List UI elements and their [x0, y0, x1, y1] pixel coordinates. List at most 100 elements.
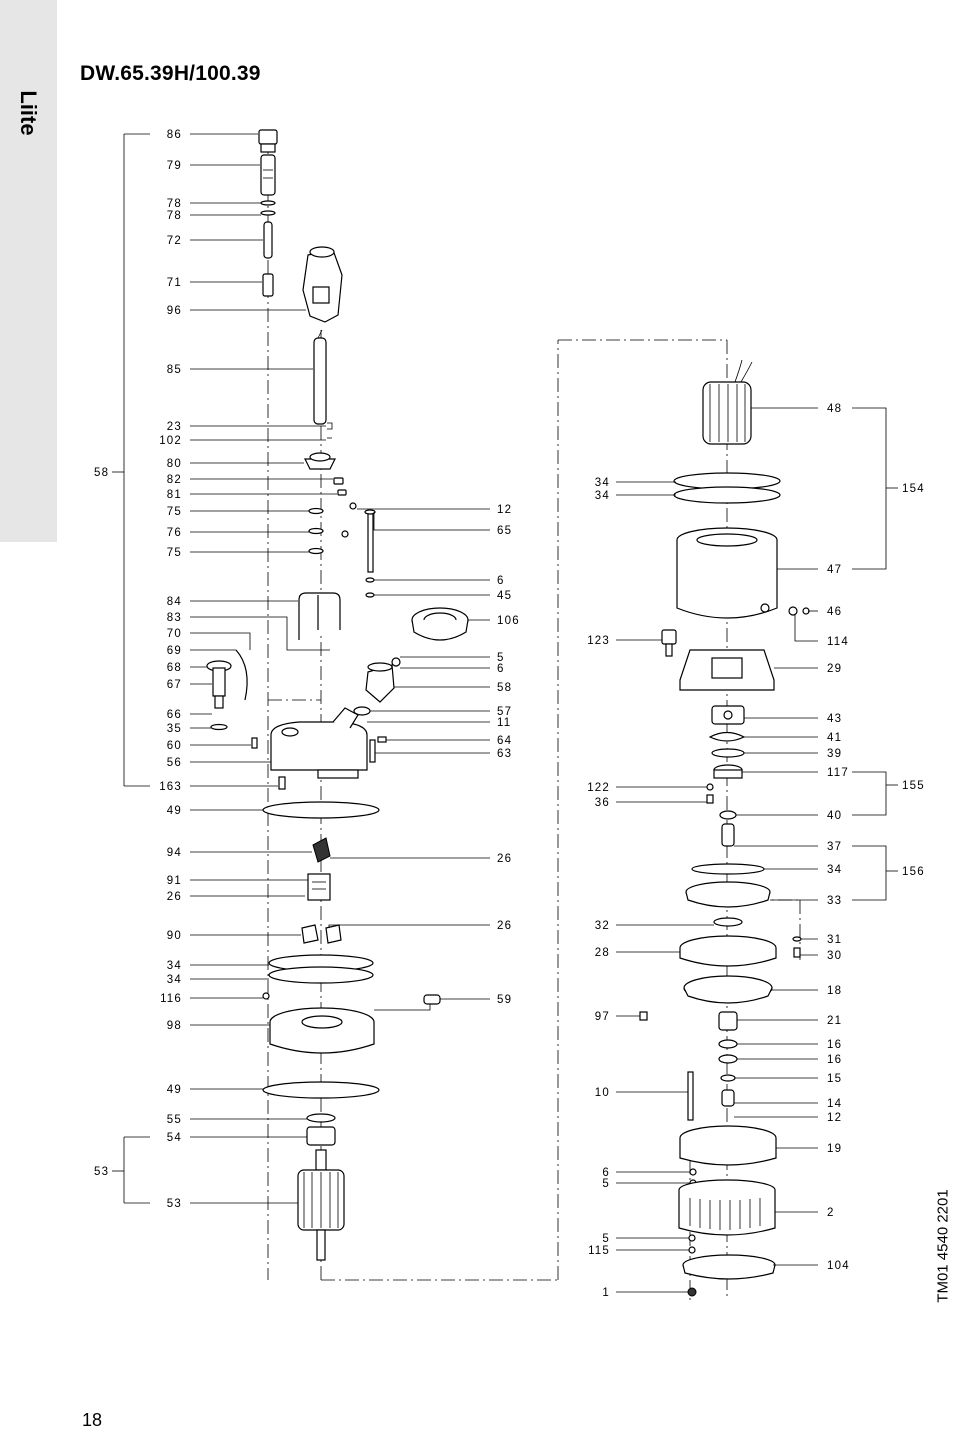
callout-98: 98 — [167, 1020, 182, 1032]
callout-34e: 34 — [827, 864, 842, 876]
callout-41: 41 — [827, 732, 842, 744]
group-label-155: 155 — [902, 780, 925, 792]
callout-5b: 5 — [602, 1178, 610, 1190]
callout-163: 163 — [159, 781, 182, 793]
callout-65: 65 — [497, 525, 512, 537]
callout-23: 23 — [167, 421, 182, 433]
callout-90: 90 — [167, 930, 182, 942]
callout-81: 81 — [167, 489, 182, 501]
callout-30: 30 — [827, 950, 842, 962]
callout-70: 70 — [167, 628, 182, 640]
group-label-156: 156 — [902, 866, 925, 878]
callout-104: 104 — [827, 1260, 850, 1272]
callout-102: 102 — [159, 435, 182, 447]
callout-83: 83 — [167, 612, 182, 624]
callout-64: 64 — [497, 735, 512, 747]
callout-106: 106 — [497, 615, 520, 627]
callout-114: 114 — [827, 636, 849, 648]
callout-36: 36 — [595, 797, 610, 809]
callout-91: 91 — [167, 875, 182, 887]
callout-32: 32 — [595, 920, 610, 932]
leader-lines — [112, 133, 898, 1293]
callout-12: 12 — [497, 504, 512, 516]
callout-29: 29 — [827, 663, 842, 675]
callout-49b: 49 — [167, 1084, 182, 1096]
callout-85: 85 — [167, 364, 182, 376]
callout-33: 33 — [827, 895, 842, 907]
callout-34d: 34 — [595, 490, 610, 502]
callout-75b: 75 — [167, 547, 182, 559]
callout-5: 5 — [497, 652, 505, 664]
callout-21: 21 — [827, 1015, 842, 1027]
callout-28: 28 — [595, 947, 610, 959]
group-label-154: 154 — [902, 483, 925, 495]
callout-34: 34 — [167, 960, 182, 972]
callout-78: 78 — [167, 198, 182, 210]
callout-76: 76 — [167, 527, 182, 539]
callout-47: 47 — [827, 564, 842, 576]
callout-6: 6 — [497, 575, 505, 587]
callout-14: 14 — [827, 1098, 842, 1110]
callout-63: 63 — [497, 748, 512, 760]
callout-2: 2 — [827, 1207, 835, 1219]
callout-53: 53 — [167, 1198, 182, 1210]
left-column-parts — [206, 129, 395, 1261]
callout-54: 54 — [167, 1132, 182, 1144]
callout-69: 69 — [167, 645, 182, 657]
callout-117: 117 — [827, 767, 849, 779]
callout-56: 56 — [167, 757, 182, 769]
side-tab: Liite — [0, 0, 57, 542]
callout-78b: 78 — [167, 210, 182, 222]
callout-94: 94 — [167, 847, 182, 859]
callout-55: 55 — [167, 1114, 182, 1126]
callout-37: 37 — [827, 841, 842, 853]
callout-82: 82 — [167, 474, 182, 486]
callout-75: 75 — [167, 506, 182, 518]
callout-49: 49 — [167, 805, 182, 817]
callout-45: 45 — [497, 590, 512, 602]
callout-12b: 12 — [827, 1112, 842, 1124]
callout-57: 57 — [497, 706, 512, 718]
callout-60: 60 — [167, 740, 182, 752]
callout-48: 48 — [827, 403, 842, 415]
callout-79: 79 — [167, 160, 182, 172]
right-label-group: 48 47 46 114 29 43 41 39 117 40 37 34 33… — [827, 403, 925, 1272]
callout-67: 67 — [167, 679, 182, 691]
callout-19: 19 — [827, 1143, 842, 1155]
middle-column-parts — [353, 509, 469, 1005]
callout-71: 71 — [167, 277, 182, 289]
model-title: DW.65.39H/100.39 — [80, 62, 261, 85]
callout-5c: 5 — [602, 1233, 610, 1245]
callout-122: 122 — [587, 782, 610, 794]
callout-86: 86 — [167, 129, 182, 141]
callout-16b: 16 — [827, 1054, 842, 1066]
callout-40: 40 — [827, 810, 842, 822]
page-number: 18 — [82, 1410, 103, 1430]
callout-16: 16 — [827, 1039, 842, 1051]
middle-label-group: 12 65 6 45 106 5 6 58 57 11 64 63 26 26 … — [497, 504, 520, 1006]
callout-34c: 34 — [595, 477, 610, 489]
callout-72: 72 — [167, 235, 182, 247]
callout-43: 43 — [827, 713, 842, 725]
callout-68: 68 — [167, 662, 182, 674]
left-label-group: 86 79 78 78 72 71 96 85 23 102 80 82 81 … — [94, 129, 182, 1210]
callout-97: 97 — [595, 1011, 610, 1023]
callout-26b: 26 — [497, 853, 512, 865]
callout-26: 26 — [167, 891, 182, 903]
callout-31: 31 — [827, 934, 842, 946]
callout-18: 18 — [827, 985, 842, 997]
callout-84: 84 — [167, 596, 182, 608]
callout-35: 35 — [167, 723, 182, 735]
callout-10: 10 — [595, 1087, 610, 1099]
callout-115: 115 — [588, 1245, 610, 1257]
callout-1: 1 — [602, 1287, 610, 1299]
callout-66: 66 — [167, 709, 182, 721]
callout-26c: 26 — [497, 920, 512, 932]
callout-11: 11 — [497, 717, 511, 729]
callout-96: 96 — [167, 305, 182, 317]
callout-6c: 6 — [602, 1167, 610, 1179]
callout-58: 58 — [497, 682, 512, 694]
group-label-58: 58 — [94, 467, 109, 479]
right-left-label-group: 34 34 123 122 36 32 28 97 10 6 5 5 115 1 — [587, 477, 610, 1299]
